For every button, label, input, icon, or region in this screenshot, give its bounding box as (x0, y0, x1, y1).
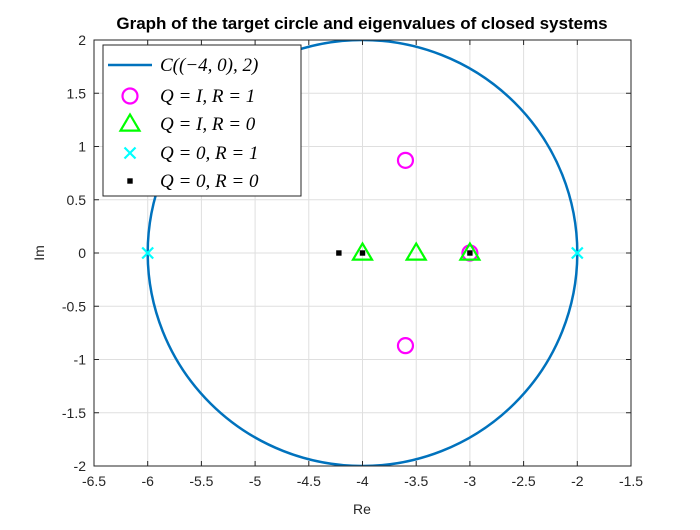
legend-box (102, 44, 302, 197)
legend-swatch-triangle (118, 112, 142, 132)
y-tick-label: 1.5 (67, 85, 87, 101)
y-tick-label: -1.5 (62, 405, 86, 421)
legend: C((−4, 0), 2) Q = I, R = 1 Q = I, R = 0 Q =… (102, 44, 302, 197)
legend-label: C((−4, 0), 2) (160, 55, 258, 76)
y-axis-label: Im (31, 245, 47, 261)
legend-swatch-square (127, 178, 133, 184)
legend-entry-circle: Q = I, R = 1 (121, 86, 255, 107)
points-group (141, 151, 584, 355)
y-tick-label: 1 (78, 139, 86, 155)
legend-label: Q = I, R = 1 (160, 86, 255, 107)
data-point-square (359, 250, 366, 256)
x-tick-label: -4 (356, 473, 369, 489)
data-point-triangle (351, 241, 374, 261)
legend-label: Q = 0, R = 1 (160, 143, 258, 164)
legend-swatch-circle (121, 87, 139, 105)
data-point-x (571, 246, 584, 260)
chart-title: Graph of the target circle and eigenvalu… (116, 14, 607, 33)
legend-entry-square: Q = 0, R = 0 (127, 171, 259, 192)
legend-swatch-x-stroke-b (123, 146, 137, 160)
x-tick-label: -2.5 (512, 473, 536, 489)
x-tick-label: -5 (249, 473, 262, 489)
data-point-square (467, 250, 473, 256)
legend-label: Q = I, R = 0 (160, 114, 256, 135)
legend-label: Q = 0, R = 0 (160, 171, 259, 192)
legend-entry-circle: C((−4, 0), 2) (108, 55, 258, 76)
x-tick-label: -3.5 (404, 473, 428, 489)
y-tick-label: 0 (78, 245, 86, 261)
y-tick-label: -0.5 (62, 298, 86, 314)
data-point-triangle (458, 241, 482, 261)
plot-layer: -6.5 -6 -5.5 -5 -4.5 -4 -3.5 -3 -2.5 -2 -1.5 -2 -1.5… (62, 32, 643, 489)
x-tick-label: -2 (571, 473, 584, 489)
x-tick-label: -4.5 (297, 473, 321, 489)
y-tick-label: 2 (78, 32, 86, 48)
data-point-x-stroke-b (571, 246, 584, 260)
x-tick-label: -6 (141, 473, 154, 489)
data-point-circle (396, 151, 415, 169)
y-tick-label: 0.5 (67, 192, 87, 208)
data-point-square (336, 250, 342, 256)
legend-entry-triangle: Q = I, R = 0 (118, 112, 256, 135)
x-tick-label: -6.5 (82, 473, 106, 489)
x-tick-label: -1.5 (619, 473, 643, 489)
legend-swatch-x (123, 146, 137, 160)
legend-entry-x: Q = 0, R = 1 (123, 143, 258, 164)
y-tick-label: -1 (74, 352, 87, 368)
x-tick-label: -3 (464, 473, 477, 489)
data-point-x-stroke-b (141, 246, 154, 260)
data-point-circle (396, 337, 415, 355)
x-tick-label: -5.5 (189, 473, 213, 489)
data-point-x (141, 246, 154, 260)
x-axis-label: Re (353, 501, 371, 517)
data-point-triangle (404, 241, 428, 261)
y-tick-label: -2 (74, 458, 87, 474)
